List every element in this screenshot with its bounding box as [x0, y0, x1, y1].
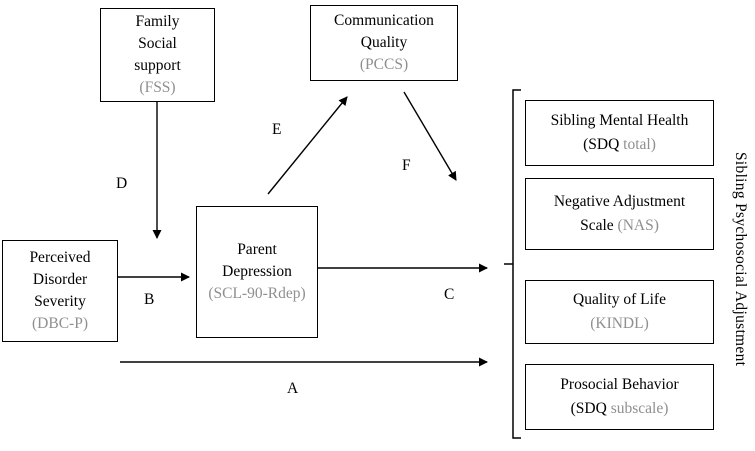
- box-communication-quality: Communication Quality (PCCS): [310, 5, 458, 81]
- box-title-line: Prosocial Behavior: [560, 376, 679, 393]
- box-scale-label: (FSS): [139, 79, 176, 96]
- box-prosocial-behavior: Prosocial Behavior (SDQ subscale): [525, 364, 714, 430]
- arrow-label-a: A: [287, 380, 299, 397]
- box-scale-label: (SDQ subscale): [570, 400, 669, 417]
- arrow-e-line: [267, 96, 348, 195]
- box-title-line: Social: [138, 35, 177, 52]
- box-perceived-disorder-severity: Perceived Disorder Severity (DBC-P): [2, 240, 118, 342]
- arrow-label-e: E: [272, 121, 282, 138]
- box-title-line: Communication: [334, 12, 434, 29]
- arrow-label-b: B: [144, 291, 155, 308]
- arrow-label-c: C: [444, 286, 455, 303]
- box-scale-label: (KINDL): [590, 315, 649, 332]
- bracket-label: Sibling Psychosocial Adjustment: [732, 152, 749, 367]
- box-title-line: Depression: [222, 263, 292, 280]
- box-title-line: Perceived: [29, 249, 91, 266]
- bracket: [512, 89, 521, 439]
- box-sibling-mental-health: Sibling Mental Health (SDQ total): [525, 100, 714, 166]
- box-scale-label: (SDQ total): [583, 136, 656, 153]
- box-title-line: Quality of Life: [573, 291, 666, 308]
- box-scale-label: (SCL-90-Rdep): [208, 285, 306, 302]
- arrow-label-d: D: [116, 175, 128, 192]
- box-scale-label: Scale (NAS): [580, 217, 659, 234]
- box-title-line: Disorder: [32, 271, 88, 288]
- box-scale-label: (PCCS): [359, 56, 409, 73]
- box-parent-depression: Parent Depression (SCL-90-Rdep): [196, 206, 318, 338]
- box-title-line: Family: [135, 13, 180, 30]
- box-negative-adjustment-scale: Negative Adjustment Scale (NAS): [525, 178, 714, 250]
- box-scale-label: (DBC-P): [32, 315, 88, 332]
- box-title-line: Quality: [360, 34, 408, 51]
- box-title-line: Severity: [34, 293, 86, 310]
- box-title-line: Parent: [237, 241, 277, 258]
- arrow-f-line: [403, 91, 457, 181]
- box-title-line: Negative Adjustment: [553, 193, 686, 210]
- box-title-line: support: [134, 57, 181, 74]
- box-quality-of-life: Quality of Life (KINDL): [525, 280, 714, 344]
- arrow-label-f: F: [402, 157, 411, 174]
- box-title-line: Sibling Mental Health: [550, 112, 689, 129]
- box-family-social-support: Family Social support (FSS): [100, 8, 215, 102]
